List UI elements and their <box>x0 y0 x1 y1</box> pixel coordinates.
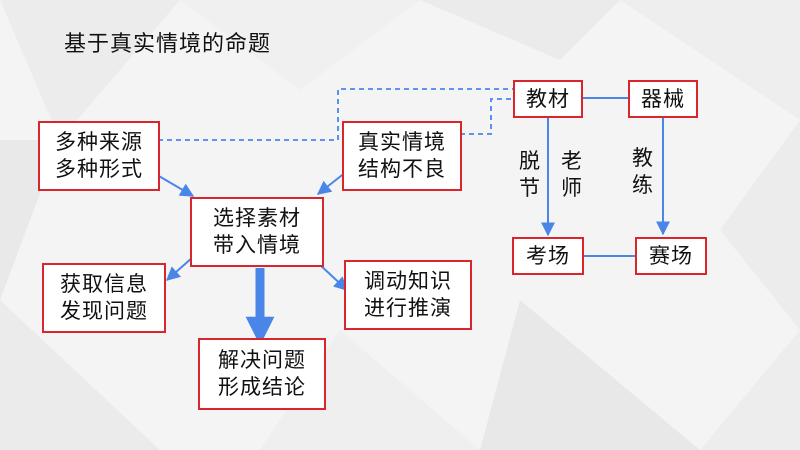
node-textbook: 教材 <box>513 80 583 118</box>
node-exam-room: 考场 <box>512 237 584 275</box>
node-acquire-info: 获取信息 发现问题 <box>42 263 166 333</box>
dashed-link-sources-textbook <box>158 88 515 141</box>
arrow-select-to-acquire <box>165 256 194 281</box>
label-coach: 教 练 <box>632 146 653 197</box>
label-detach: 脱 节 <box>519 149 540 200</box>
dashed-link-real-textbook <box>460 98 515 135</box>
label-teacher: 老 师 <box>561 149 582 200</box>
node-select-material: 选择素材 带入情境 <box>190 197 324 267</box>
node-equipment: 器械 <box>628 80 698 118</box>
node-real-situation: 真实情境 结构不良 <box>342 121 462 191</box>
node-arena: 赛场 <box>635 237 707 275</box>
arrow-select-to-mobilize <box>318 263 349 291</box>
node-mobilize-knowledge: 调动知识 进行推演 <box>344 260 472 330</box>
page-title: 基于真实情境的命题 <box>64 32 272 57</box>
node-sources: 多种来源 多种形式 <box>38 121 160 191</box>
node-solve-problem: 解决问题 形成结论 <box>198 338 326 410</box>
arrow-real-to-select <box>316 171 347 195</box>
